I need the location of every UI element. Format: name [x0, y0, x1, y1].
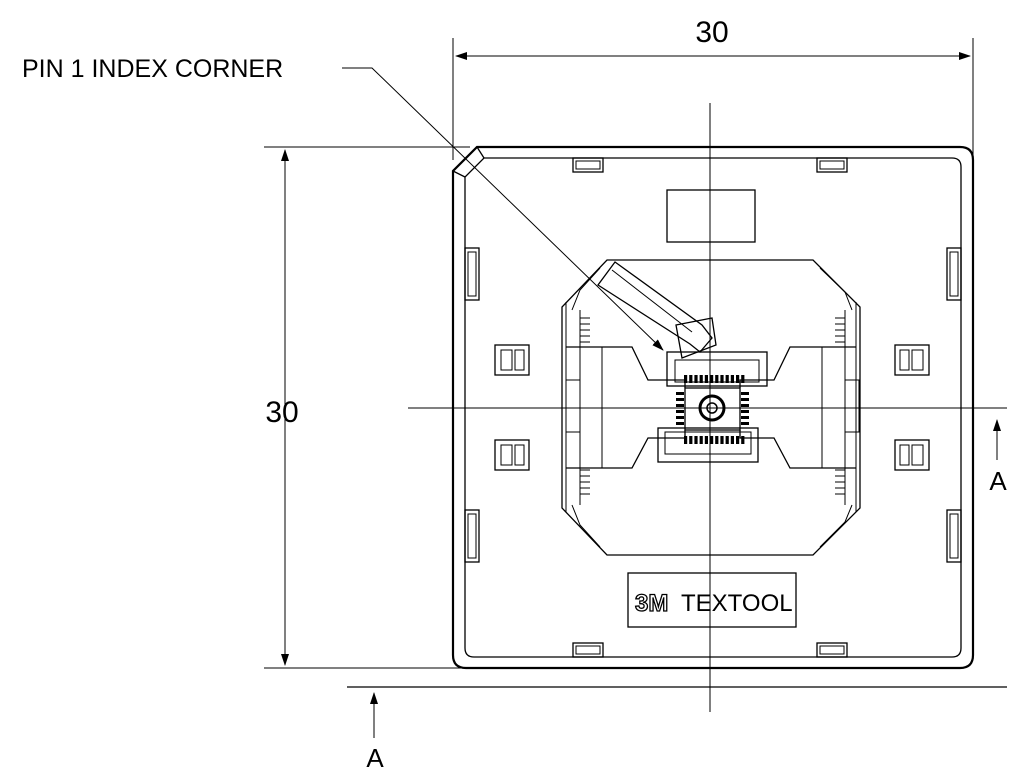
slot-left-upper-inner: [467, 251, 477, 297]
center-lines: [408, 103, 1007, 712]
contact-pin-right: [741, 398, 749, 401]
logo-plate: 3M TEXTOOL: [627, 572, 797, 628]
contact-pin-top: [725, 375, 729, 383]
clip-left-upper: [494, 344, 530, 376]
contact-pin-bottom: [704, 436, 708, 444]
slot-top-right: [816, 157, 848, 173]
slot-top-left: [572, 157, 604, 173]
left-notch: [565, 379, 581, 433]
clip-left-lower: [494, 439, 530, 471]
slot-left-lower-inner: [467, 513, 477, 559]
clip-right-lower: [894, 439, 930, 471]
octagon-chamfers: [571, 267, 853, 548]
contact-pin-bottom: [684, 436, 688, 444]
contact-pin-bottom: [741, 436, 745, 444]
contact-pin-right: [741, 416, 749, 419]
slot-right-upper-inner: [949, 251, 959, 297]
contact-pin-blocks: [676, 375, 749, 444]
slot-top-left-inner: [575, 160, 601, 170]
contact-area: [657, 351, 768, 463]
inner-outline: [464, 157, 962, 658]
height-dimension-value: 30: [265, 396, 298, 429]
contact-pin-left: [676, 392, 684, 395]
pin1-label: PIN 1 INDEX CORNER: [22, 55, 283, 83]
slot-right-lower: [946, 509, 962, 563]
slot-right-upper: [946, 247, 962, 301]
contact-pin-right: [741, 392, 749, 395]
top-window: [666, 189, 756, 243]
logo-3m-mark: 3M: [635, 590, 668, 617]
width-dimension: 30: [452, 16, 974, 160]
contact-pin-left: [676, 410, 684, 413]
right-band: [739, 346, 856, 469]
pin1-corner-edge-b: [476, 146, 485, 159]
contact-pin-bottom: [720, 436, 724, 444]
section-a-right: A: [989, 419, 1007, 496]
clip-features: [494, 344, 930, 471]
contact-pin-bottom: [710, 436, 714, 444]
lever-head: [675, 317, 717, 359]
upper-contact-block: [666, 351, 768, 387]
contact-pin-top: [684, 375, 688, 383]
socket-body: [451, 145, 975, 670]
contact-pin-bottom: [730, 436, 734, 444]
pin1-callout: PIN 1 INDEX CORNER: [22, 55, 664, 351]
contact-pin-right: [741, 410, 749, 413]
side-rails: [565, 302, 857, 512]
contact-pin-right: [741, 404, 749, 407]
central-frame: [561, 259, 861, 556]
contact-pin-left: [676, 398, 684, 401]
edge-slots: [464, 157, 962, 658]
section-a-bottom: A: [347, 686, 1007, 773]
slot-left-lower: [464, 509, 480, 563]
slot-bottom-left-inner: [575, 645, 601, 655]
lower-contact-block: [657, 427, 759, 463]
slot-top-right-inner: [819, 160, 845, 170]
contact-pin-top: [715, 375, 719, 383]
contact-pin-top: [710, 375, 714, 383]
outer-outline: [451, 145, 975, 670]
contact-pin-top: [741, 375, 745, 383]
contact-pin-top: [736, 375, 740, 383]
lower-contact-inner: [664, 431, 752, 455]
section-a-right-label: A: [989, 466, 1007, 496]
contact-pin-top: [730, 375, 734, 383]
contact-pin-top: [704, 375, 708, 383]
slot-bottom-left: [572, 642, 604, 658]
clip-right-upper: [894, 344, 930, 376]
pin1-leader: [342, 67, 664, 351]
pin1-corner-edge-a: [452, 170, 466, 178]
contact-pin-top: [720, 375, 724, 383]
slot-right-lower-inner: [949, 513, 959, 559]
contact-pin-top: [699, 375, 703, 383]
contact-pin-top: [694, 375, 698, 383]
contact-pin-left: [676, 416, 684, 419]
contact-pin-left: [676, 404, 684, 407]
left-ladder: [580, 317, 590, 495]
contact-pin-bottom: [689, 436, 693, 444]
contact-pin-left: [676, 422, 684, 425]
device-pocket: [684, 387, 741, 431]
right-notch: [844, 379, 860, 433]
contact-pin-bottom: [699, 436, 703, 444]
logo-border: [627, 572, 797, 628]
contact-pin-bottom: [715, 436, 719, 444]
right-ladder: [835, 317, 845, 495]
lever-edge: [611, 269, 693, 333]
logo-text: TEXTOOL: [681, 590, 793, 617]
lever-body: [597, 261, 713, 353]
section-a-bottom-label: A: [366, 743, 384, 773]
contact-pin-bottom: [694, 436, 698, 444]
height-dimension: 30: [264, 146, 470, 669]
contact-pin-right: [741, 422, 749, 425]
slot-left-upper: [464, 247, 480, 301]
slot-bottom-right: [816, 642, 848, 658]
contact-pin-top: [689, 375, 693, 383]
contact-pin-bottom: [725, 436, 729, 444]
width-dimension-value: 30: [695, 16, 728, 49]
slot-bottom-right-inner: [819, 645, 845, 655]
contact-pin-bottom: [736, 436, 740, 444]
